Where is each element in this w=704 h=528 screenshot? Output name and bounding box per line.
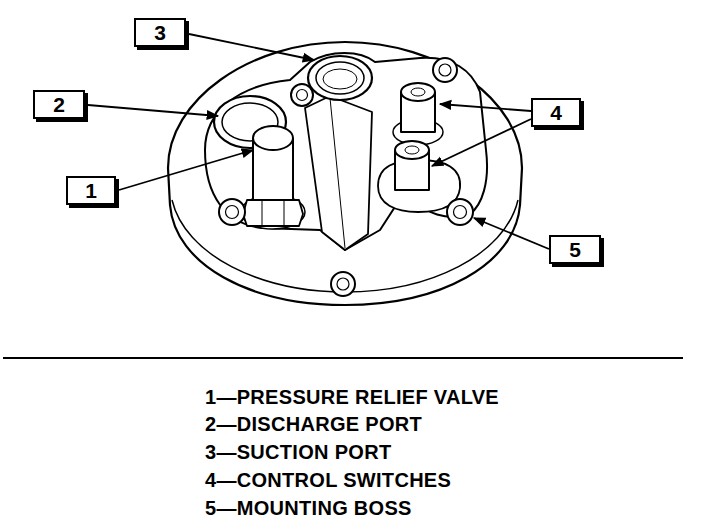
center-rib xyxy=(305,96,372,250)
callout-box: 3 xyxy=(134,18,186,47)
head-drawing xyxy=(168,42,522,305)
boss-hole xyxy=(454,206,467,219)
mounting-boss xyxy=(433,58,457,82)
callout-number: 3 xyxy=(154,22,166,43)
boss-hole xyxy=(297,90,308,101)
leader-line xyxy=(119,150,253,190)
control-switch-top xyxy=(401,83,435,101)
suction-port xyxy=(308,56,372,100)
callout-number: 1 xyxy=(85,180,97,201)
key-line: 1—PRESSURE RELIEF VALVE xyxy=(205,385,499,409)
boss-hole xyxy=(337,278,349,290)
switch-socket xyxy=(405,146,419,154)
leader-line xyxy=(440,104,531,111)
switch-socket xyxy=(411,88,425,96)
leader-line xyxy=(474,218,549,249)
callout-number: 5 xyxy=(569,239,581,260)
leader-line xyxy=(432,119,531,166)
callout-number: 4 xyxy=(550,102,562,123)
callout-number: 2 xyxy=(53,94,65,115)
rib-edge xyxy=(330,98,345,248)
divider-rule xyxy=(3,357,683,359)
callout-box: 4 xyxy=(531,98,581,127)
mounting-boss xyxy=(447,199,473,225)
boss-hole xyxy=(226,206,239,219)
valve-hex xyxy=(243,200,303,226)
mounting-boss xyxy=(219,199,245,225)
leader-line xyxy=(88,105,218,116)
head-housing xyxy=(168,42,522,305)
relief-valve-cap xyxy=(253,126,293,150)
callout-box: 5 xyxy=(549,235,601,264)
suction-port-bore xyxy=(323,69,357,89)
mounting-boss xyxy=(331,272,355,296)
hex-flats xyxy=(262,200,284,226)
boss-hole xyxy=(439,64,451,76)
callout-box: 2 xyxy=(33,90,85,119)
key-line: 2—DISCHARGE PORT xyxy=(205,412,422,436)
control-switch-top xyxy=(395,141,429,159)
key-line: 3—SUCTION PORT xyxy=(205,440,391,464)
mounting-boss xyxy=(291,84,313,106)
leader-line xyxy=(189,34,314,60)
key-line: 4—CONTROL SWITCHES xyxy=(205,468,451,492)
suction-port-seat xyxy=(316,62,364,94)
callout-box: 1 xyxy=(66,176,116,205)
key-line: 5—MOUNTING BOSS xyxy=(205,496,412,520)
leader-lines xyxy=(88,34,549,249)
